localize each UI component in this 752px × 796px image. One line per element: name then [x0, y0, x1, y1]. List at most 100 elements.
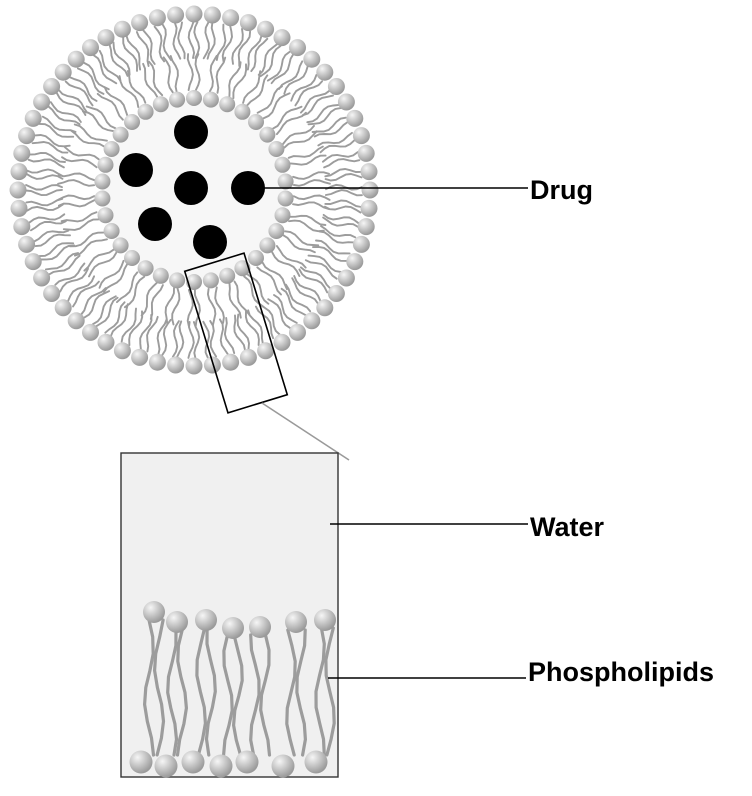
- lipid-head: [124, 250, 140, 266]
- lipid-tail: [294, 180, 330, 186]
- lipid-head: [68, 51, 85, 68]
- zoom-connector-line: [262, 403, 349, 460]
- lipid-head: [204, 357, 221, 374]
- drug-particle: [119, 153, 153, 187]
- lipid-head: [55, 64, 72, 81]
- lipid-tail: [143, 30, 155, 64]
- lipid-head: [219, 96, 235, 112]
- lipid-head: [167, 357, 184, 374]
- lipid-head: [361, 163, 378, 180]
- lipid-head: [234, 104, 250, 120]
- lipid-head: [346, 110, 363, 127]
- lipid-head: [25, 253, 42, 270]
- lipid-tail: [70, 233, 103, 247]
- lipid-head: [167, 7, 184, 24]
- lipid-head: [18, 236, 35, 253]
- lipid-tail: [100, 261, 124, 288]
- lipid-head: [82, 324, 99, 341]
- lipid-tail: [143, 64, 157, 97]
- lipid-head: [25, 110, 42, 127]
- lipid-tail: [173, 321, 179, 357]
- lipid-head: [204, 7, 221, 24]
- lipid-head: [43, 78, 60, 95]
- lipid-tail: [217, 58, 226, 93]
- lipid-tail: [188, 322, 193, 358]
- lipid-head: [240, 349, 257, 366]
- lipid-head: [130, 751, 153, 774]
- lipid-tail: [325, 201, 361, 208]
- lipid-head: [11, 200, 28, 217]
- lipid-tail: [315, 122, 348, 137]
- lipid-tail: [215, 287, 224, 323]
- lipid-tail: [177, 321, 183, 357]
- lipid-head: [166, 611, 188, 633]
- lipid-head: [153, 268, 169, 284]
- lipid-head: [82, 39, 99, 56]
- lipid-tail: [204, 23, 209, 59]
- lipid-head: [353, 236, 370, 253]
- lipid-head: [240, 14, 257, 31]
- lipid-head: [11, 163, 28, 180]
- lipid-head: [259, 237, 275, 253]
- lipid-head: [131, 349, 148, 366]
- lipid-tail: [58, 180, 94, 186]
- lipid-head: [203, 272, 219, 288]
- lipid-head: [10, 182, 27, 199]
- lipid-head: [278, 174, 294, 190]
- lipid-head: [104, 223, 120, 239]
- lipid-head: [203, 92, 219, 108]
- lipid-head: [272, 755, 295, 778]
- lipid-tail: [27, 174, 63, 179]
- lipid-tail: [59, 200, 95, 206]
- lipid-tail: [277, 113, 306, 134]
- lipid-tail: [105, 87, 128, 115]
- lipid-tail: [110, 45, 128, 76]
- lipid-head: [113, 237, 129, 253]
- drug-particle: [174, 115, 208, 149]
- lipid-tail: [155, 27, 165, 62]
- lipid-head: [303, 312, 320, 329]
- lipid-tail: [217, 25, 226, 60]
- lipid-head: [138, 104, 154, 120]
- lipid-tail: [178, 22, 184, 58]
- lipid-head: [257, 21, 274, 38]
- lipid-head: [219, 268, 235, 284]
- lipid-head: [186, 6, 203, 23]
- lipid-tail: [293, 202, 329, 209]
- lipid-tail: [225, 318, 234, 353]
- lipid-head: [182, 751, 205, 774]
- lipid-head: [285, 611, 307, 633]
- lipid-head: [18, 127, 35, 144]
- lipid-head: [338, 270, 355, 287]
- lipid-head: [149, 354, 166, 371]
- lipid-head: [249, 616, 271, 638]
- lipid-head: [169, 92, 185, 108]
- lipid-tail: [31, 221, 66, 230]
- lipid-head: [316, 299, 333, 316]
- bilayer-panel: [121, 453, 338, 778]
- lipid-tail: [326, 190, 362, 195]
- lipid-head: [316, 64, 333, 81]
- lipid-tail: [196, 54, 200, 90]
- lipid-head: [361, 200, 378, 217]
- lipid-head: [55, 299, 72, 316]
- lipid-head: [153, 96, 169, 112]
- lipid-head: [43, 285, 60, 302]
- lipid-head: [314, 609, 336, 631]
- lipid-head: [278, 191, 294, 207]
- lipid-tail: [294, 196, 330, 200]
- lipid-tail: [285, 231, 318, 245]
- lipid-head: [131, 14, 148, 31]
- lipid-tail: [293, 172, 329, 179]
- lipid-tail: [26, 190, 62, 195]
- lipid-tail: [58, 196, 94, 200]
- lipid-head: [275, 157, 291, 173]
- lipid-tail: [151, 285, 163, 319]
- lipid-head: [186, 90, 202, 106]
- lipid-tail: [194, 22, 199, 58]
- lipid-tail: [260, 304, 280, 334]
- drug-particle: [174, 171, 208, 205]
- lipid-head: [98, 29, 115, 46]
- phospholipids-label: Phospholipids: [528, 657, 714, 687]
